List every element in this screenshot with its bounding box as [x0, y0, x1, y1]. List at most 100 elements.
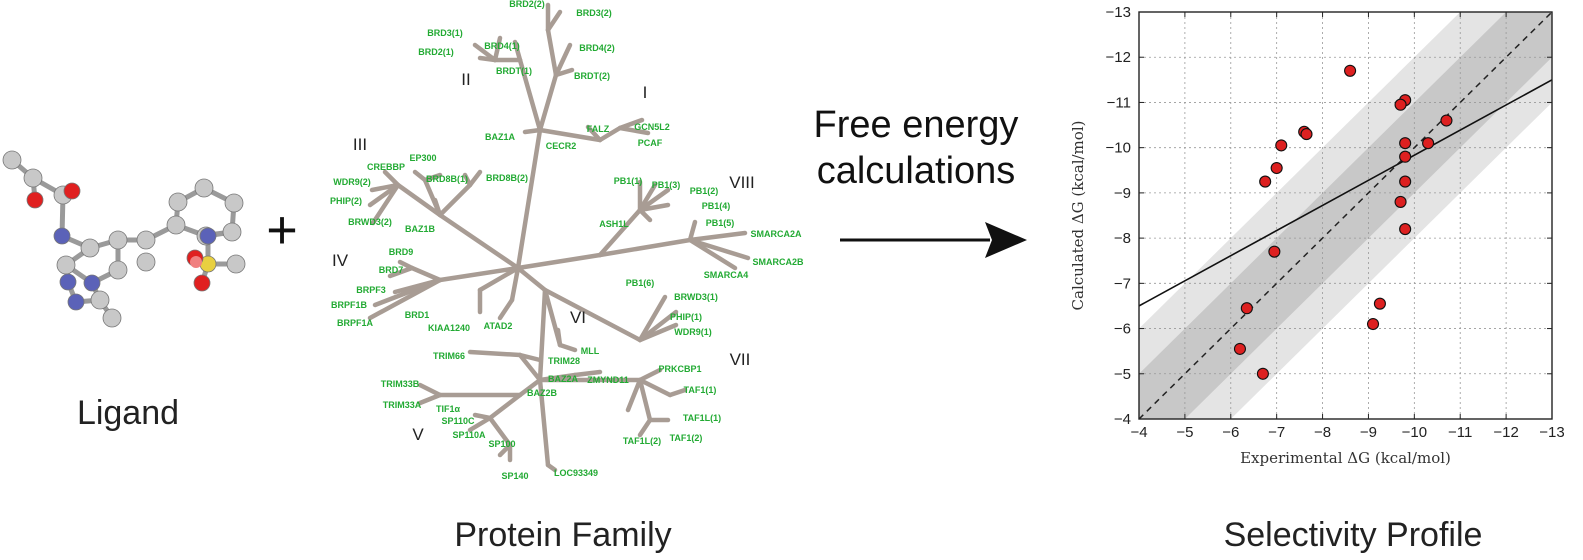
data-point: [1268, 245, 1281, 258]
protein-label: BAZ1A: [485, 132, 516, 142]
tree-branch: [437, 265, 521, 283]
tree-branch: [537, 127, 603, 143]
tree-branch: [370, 182, 401, 226]
protein-family-tree: BRD2(2)BRD3(2)BRD4(2)BRDT(2)BRD3(1)BRD2(…: [330, 0, 804, 481]
tree-branch: [395, 182, 443, 218]
protein-label: BRPF3: [356, 285, 386, 295]
plot-content: [1139, 12, 1552, 419]
atom-c: [23, 168, 43, 188]
atom-o: [193, 274, 211, 292]
tree-branch: [422, 172, 443, 183]
protein-label: BRPF1B: [331, 300, 368, 310]
protein-label: PB1(6): [626, 278, 655, 288]
data-point: [1394, 195, 1407, 208]
protein-label: BRD2(1): [418, 47, 454, 57]
tree-branch: [597, 207, 643, 258]
protein-label: ZMYND11: [587, 375, 629, 385]
protein-label: SMARCA2A: [750, 229, 802, 239]
group-label: IV: [332, 251, 349, 270]
protein-label: PHIP(2): [330, 196, 362, 206]
tree-branch: [637, 294, 668, 343]
tree-branch: [437, 182, 473, 218]
atom-n: [67, 293, 85, 311]
atom-n: [83, 274, 101, 292]
tree-branch: [515, 127, 543, 271]
data-point: [1233, 342, 1247, 355]
protein-label: ASH1L: [599, 219, 629, 229]
y-tick-label: −11: [1107, 94, 1131, 111]
atom-n: [59, 273, 77, 291]
protein-label: WDR9(1): [674, 327, 712, 337]
y-tick-label: −6: [1114, 321, 1131, 338]
atom-c: [222, 222, 242, 242]
protein-label: BRD7: [379, 265, 404, 275]
tree-branch: [555, 327, 563, 348]
x-tick-label: −6: [1222, 424, 1239, 441]
tree-branch: [553, 67, 575, 78]
data-point: [1373, 297, 1386, 310]
protein-label: SP140: [501, 471, 528, 481]
tree-branch: [487, 392, 523, 421]
tree-branch: [467, 415, 493, 433]
tree-branch: [687, 219, 698, 243]
y-tick-label: −5: [1114, 366, 1131, 383]
tree-branch: [687, 237, 738, 271]
protein-label: SMARCA2B: [752, 257, 804, 267]
group-label: V: [412, 425, 424, 444]
data-points: [1233, 64, 1453, 380]
tree-branch: [517, 352, 543, 383]
atom-c: [80, 238, 100, 258]
x-tick-label: −10: [1402, 424, 1427, 441]
protein-label: BRDT(1): [496, 66, 532, 76]
protein-label: BRD4(1): [484, 41, 520, 51]
data-point: [1399, 175, 1412, 188]
regression-line: [1139, 79, 1552, 307]
atom-c: [102, 308, 122, 328]
protein-label: TIF1α: [436, 404, 461, 414]
tree-branch: [477, 55, 498, 63]
protein-label: BRPF1A: [337, 318, 374, 328]
tree-branch: [467, 169, 483, 188]
selectivity-scatter-plot: −4−5−6−7−8−9−10−11−12−13−4−5−6−7−8−9−10−…: [1069, 4, 1565, 467]
protein-label: SP100: [488, 439, 515, 449]
arrow-label-line2: calculations: [817, 150, 1016, 192]
tree-branch: [509, 265, 521, 303]
tree-branch: [572, 369, 603, 378]
data-point: [1256, 367, 1269, 380]
tree-branch: [462, 172, 473, 188]
tree-branch: [497, 297, 515, 321]
tree-branch: [667, 387, 688, 398]
data-point: [1394, 98, 1407, 111]
tree-branch: [492, 35, 503, 63]
tree-branch: [637, 367, 663, 383]
tree-branch: [437, 212, 521, 271]
protein-labels: BRD2(2)BRD3(2)BRD4(2)BRDT(2)BRD3(1)BRD2(…: [330, 0, 804, 481]
tree-branch: [367, 277, 443, 321]
tree-branch: [625, 377, 643, 413]
protein-family-caption: Protein Family: [454, 516, 671, 554]
tree-branch: [477, 265, 521, 293]
protein-label: WDR9(2): [333, 177, 371, 187]
protein-label: TRIM66: [433, 351, 465, 361]
y-tick-label: −8: [1114, 230, 1131, 247]
protein-label: TRIM33B: [381, 379, 420, 389]
tree-branch: [537, 377, 551, 468]
data-point: [1366, 317, 1380, 331]
group-label: VIII: [729, 173, 755, 192]
ligand-caption: Ligand: [77, 394, 179, 432]
group-label: III: [353, 135, 367, 154]
atom-n: [199, 227, 217, 245]
atom-c: [108, 230, 128, 250]
tree-branch: [597, 125, 623, 143]
atom-c: [90, 290, 110, 310]
identity-line: [1139, 12, 1552, 419]
atom-c: [136, 252, 156, 272]
tree-branch: [537, 72, 559, 133]
tree-branch: [687, 237, 751, 261]
protein-label: BRD1: [405, 310, 430, 320]
tree-branch: [637, 207, 653, 223]
protein-label: BRD8B(1): [426, 174, 468, 184]
tree-branch: [515, 252, 603, 271]
x-tick-label: −13: [1539, 424, 1564, 441]
